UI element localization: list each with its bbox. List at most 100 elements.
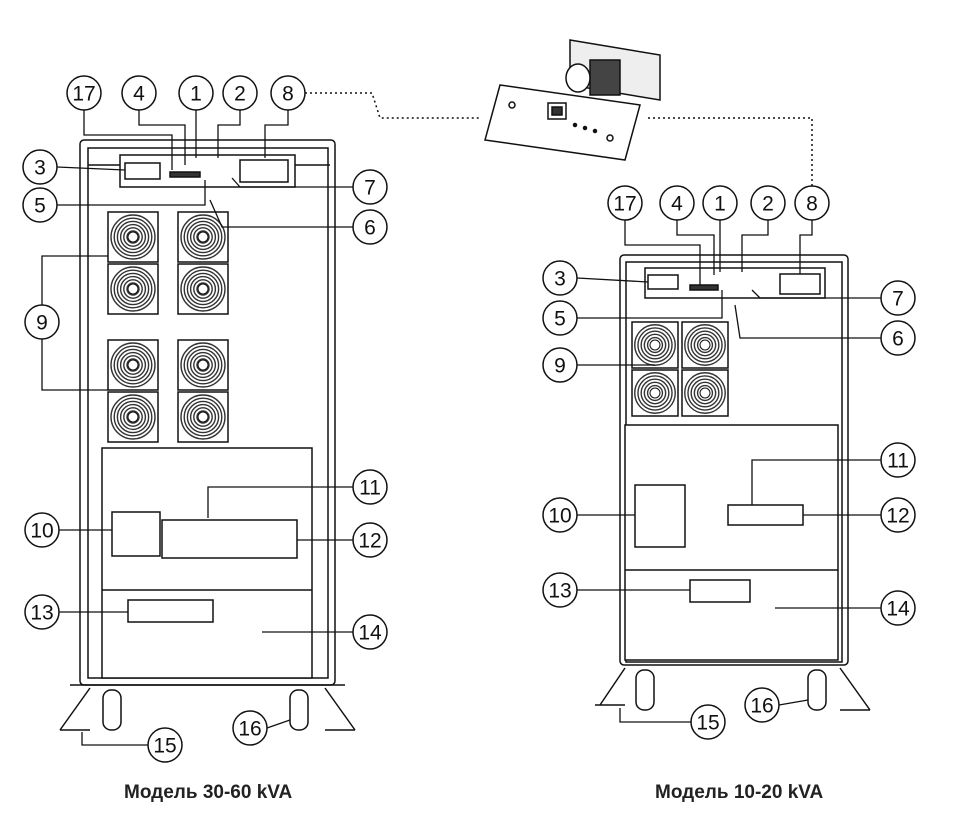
fan-icon — [177, 211, 229, 263]
callout-left-5: 5 — [22, 187, 58, 223]
callout-number: 7 — [364, 177, 376, 200]
callout-number: 5 — [554, 308, 566, 331]
fan-icon — [177, 339, 229, 391]
callout-left-3: 3 — [22, 149, 58, 185]
caption-right-model: Модель 10-20 kVA — [655, 782, 824, 803]
leader-line — [778, 699, 809, 706]
leader-line — [209, 199, 353, 228]
callout-right-8: 8 — [794, 185, 830, 221]
callout-right-12: 12 — [880, 497, 916, 533]
callout-number: 4 — [671, 193, 683, 216]
dotted-link-right — [648, 117, 813, 186]
callout-left-4: 4 — [121, 75, 157, 111]
leader-line — [41, 255, 108, 391]
leader-line — [207, 486, 353, 518]
callout-number: 14 — [358, 622, 382, 645]
leader-line — [57, 180, 206, 206]
callout-right-1: 1 — [702, 185, 738, 221]
callout-number: 5 — [34, 195, 46, 218]
callout-left-7: 7 — [352, 169, 388, 205]
callout-number: 7 — [892, 288, 904, 311]
fan-icon — [177, 391, 229, 443]
callout-right-9: 9 — [542, 347, 578, 383]
callout-right-14: 14 — [880, 590, 916, 626]
leader-line — [624, 220, 701, 285]
dotted-link-left — [305, 92, 480, 119]
callout-number: 2 — [762, 193, 774, 216]
callout-number: 9 — [36, 312, 48, 335]
leader-line — [734, 304, 881, 339]
callout-number: 13 — [30, 602, 53, 625]
callout-number: 8 — [282, 83, 294, 106]
callout-number: 1 — [190, 83, 202, 106]
callout-number: 4 — [133, 83, 145, 106]
leader-line — [138, 110, 186, 165]
leader-line — [266, 719, 291, 729]
leader-line — [619, 708, 691, 723]
fan-icon — [107, 211, 159, 263]
leader-line — [741, 220, 769, 272]
callout-right-11: 11 — [880, 442, 916, 478]
leader-line — [576, 277, 649, 283]
callout-right-16: 16 — [744, 687, 780, 723]
callout-number: 17 — [613, 193, 636, 216]
callout-number: 16 — [238, 718, 261, 741]
fan-icon — [631, 369, 679, 417]
fan-icon — [681, 369, 729, 417]
callout-right-10: 10 — [542, 497, 578, 533]
callout-left-15: 15 — [147, 727, 183, 763]
fan-icon — [681, 321, 729, 369]
callout-right-15: 15 — [690, 704, 726, 740]
callout-number: 3 — [554, 268, 566, 291]
fan-icon — [177, 263, 229, 315]
callout-number: 11 — [887, 450, 909, 473]
callout-right-4: 4 — [659, 185, 695, 221]
leader-line — [83, 110, 173, 170]
callout-number: 2 — [234, 83, 246, 106]
leader-line — [676, 220, 715, 275]
fan-icon — [107, 263, 159, 315]
callout-left-1: 1 — [178, 75, 214, 111]
callout-number: 16 — [750, 695, 773, 718]
callout-number: 10 — [548, 505, 571, 528]
leader-line — [799, 220, 813, 274]
callout-left-17: 17 — [66, 75, 102, 111]
callout-number: 6 — [892, 328, 904, 351]
callout-left-14: 14 — [352, 614, 388, 650]
fan-icon — [107, 391, 159, 443]
callout-left-16: 16 — [232, 710, 268, 746]
callout-number: 17 — [72, 83, 95, 106]
leader-line — [577, 290, 723, 319]
callout-number: 6 — [364, 217, 376, 240]
leader-line — [751, 459, 881, 505]
callout-left-2: 2 — [222, 75, 258, 111]
callout-number: 10 — [30, 520, 53, 543]
leader-line — [81, 732, 148, 746]
callout-right-5: 5 — [542, 300, 578, 336]
callout-left-11: 11 — [352, 469, 388, 505]
leader-line — [56, 166, 126, 171]
fan-icon — [631, 321, 679, 369]
callout-number: 1 — [714, 193, 726, 216]
fan-icon — [107, 339, 159, 391]
callout-right-13: 13 — [542, 572, 578, 608]
leader-line — [751, 289, 881, 299]
callout-right-17: 17 — [607, 185, 643, 221]
callout-right-7: 7 — [880, 280, 916, 316]
callout-left-6: 6 — [352, 209, 388, 245]
callout-left-12: 12 — [352, 522, 388, 558]
callout-number: 15 — [696, 712, 719, 735]
callout-right-2: 2 — [750, 185, 786, 221]
callout-left-10: 10 — [24, 512, 60, 548]
callout-number: 3 — [34, 157, 46, 180]
callout-number: 15 — [153, 735, 176, 758]
leader-line — [264, 110, 289, 158]
callout-number: 11 — [359, 477, 381, 500]
callout-left-8: 8 — [270, 75, 306, 111]
network-card-illustration — [484, 39, 661, 161]
caption-left-model: Модель 30-60 kVA — [124, 782, 293, 803]
callout-number: 12 — [886, 505, 909, 528]
callout-left-13: 13 — [24, 594, 60, 630]
leader-line — [217, 110, 241, 158]
